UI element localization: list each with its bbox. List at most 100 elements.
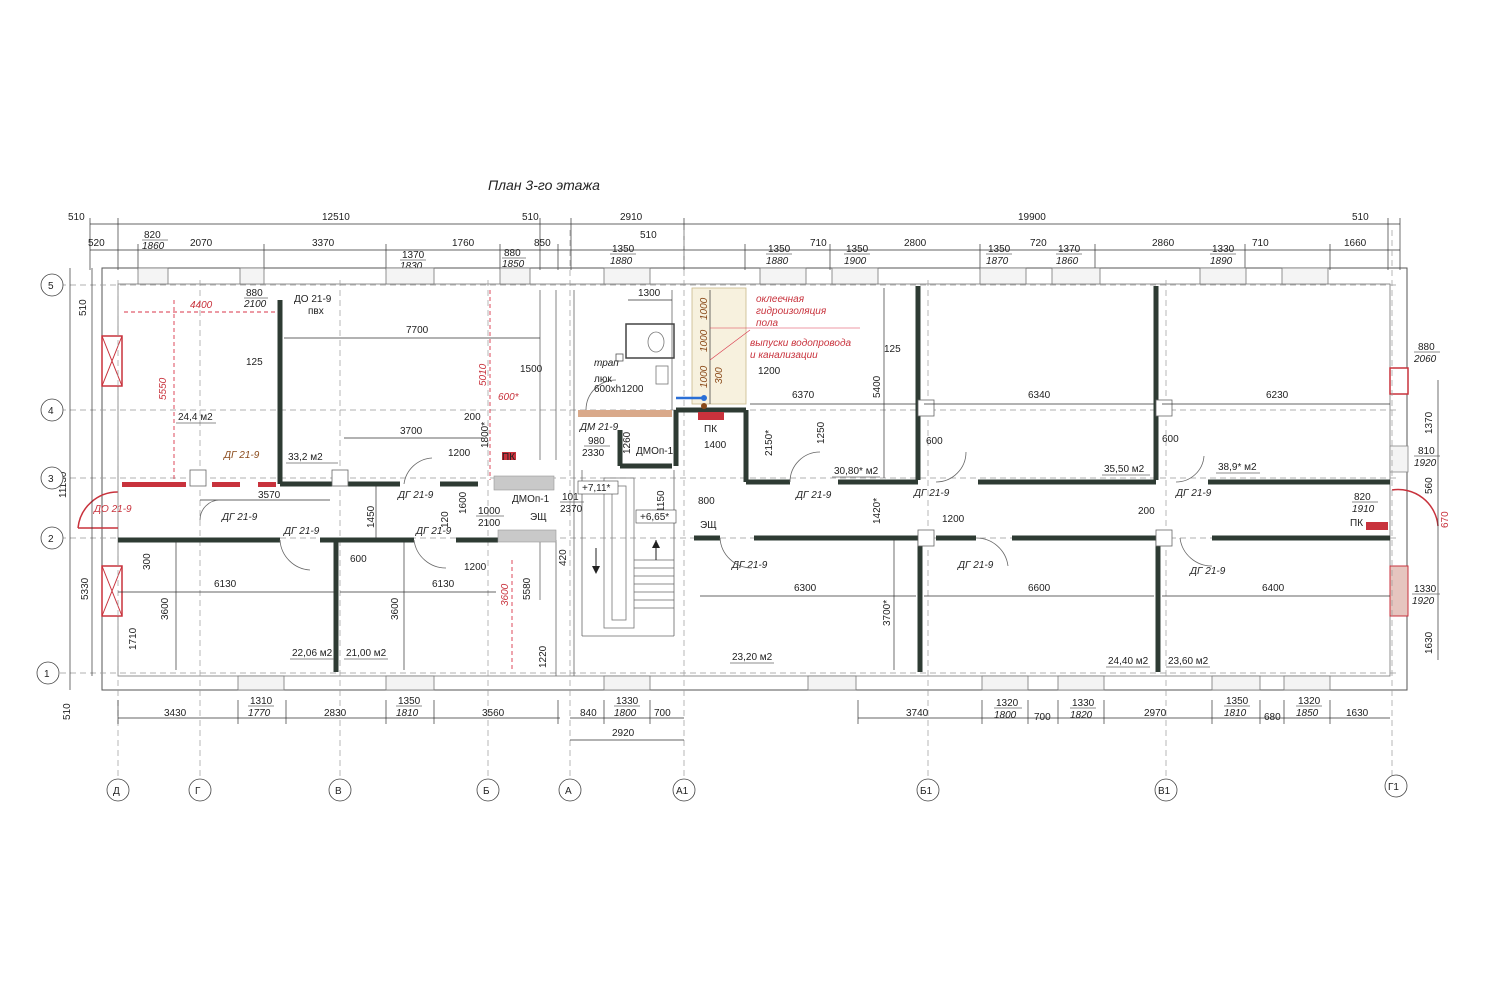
window-width: 820 (144, 230, 161, 241)
dim-bottom: 3560 (482, 708, 505, 719)
dim-bottom: 3430 (164, 708, 187, 719)
window-width: 1350 (846, 244, 869, 255)
dim-text: 300 (142, 553, 153, 570)
opening-width: 980 (588, 436, 605, 447)
window-height: 1800 (614, 708, 637, 719)
dim-top-inner: 2800 (904, 238, 927, 249)
axis-row-label: 3 (48, 474, 54, 485)
dim-text: 600 (926, 436, 943, 447)
dim-text: 1800* (480, 422, 491, 448)
dim-text: 3700 (400, 426, 423, 437)
dim-text: 200 (1138, 506, 1155, 517)
dim-top-inner: 520 (88, 238, 105, 249)
door-label: ДГ 21-9 (913, 488, 950, 499)
axis-row-label: 4 (48, 406, 54, 417)
window-height: 1920 (1412, 596, 1435, 607)
dim-text: 1250 (816, 421, 827, 444)
door-label: ДГ 21-9 (1189, 566, 1226, 577)
dim-text: 3570 (258, 490, 281, 501)
window-height: 1860 (142, 241, 165, 252)
dim-right: 1370 (1424, 411, 1435, 434)
note-waterproof: оклеечная (756, 294, 805, 305)
dim-top-outer: 2910 (620, 212, 643, 223)
left-dimensions: 510 11130 5330 1710 510 (58, 268, 139, 720)
door-label: ДГ 21-9 (415, 526, 452, 537)
dim-text: 1600 (458, 491, 469, 514)
dim-text: 800 (698, 496, 715, 507)
axis-col-label: Г1 (1388, 782, 1399, 793)
door-label: ДГ 21-9 (283, 526, 320, 537)
dim-top-inner: 710 (1252, 238, 1269, 249)
level-mark: +6,65* (640, 512, 669, 523)
note-outlets: выпуски водопровода (750, 338, 852, 349)
dim-text: 1000 (699, 365, 710, 388)
opening-height: 1910 (1352, 504, 1375, 515)
red-dimensions: 4400 5550 5010 600* 3600 (124, 290, 520, 670)
dim-text: 1200 (464, 562, 487, 573)
window-height: 1830 (400, 261, 423, 272)
opening-height: 2370 (560, 504, 583, 515)
window-height: 1820 (1070, 710, 1093, 721)
dim-text: 3700* (882, 600, 893, 626)
window-width: 1320 (1298, 696, 1321, 707)
dim-text: 1450 (366, 505, 377, 528)
note-outlets: и канализации (750, 350, 818, 361)
dim-left: 5330 (80, 577, 91, 600)
dim-text: 1200 (758, 366, 781, 377)
dim-red: 5010 (478, 363, 489, 386)
right-dimensions: 880 2060 1370 810 1920 560 670 1330 1920… (1412, 342, 1451, 660)
dim-text: 600 (1162, 434, 1179, 445)
dim-text: 1200 (942, 514, 965, 525)
fire-accents (122, 399, 1388, 547)
dim-text: 1300 (638, 288, 661, 299)
window-width: 1370 (402, 250, 425, 261)
door-label: ДО 21-9 (294, 294, 332, 305)
pk-label: ПК (1350, 518, 1363, 529)
dim-top-inner: 720 (1030, 238, 1047, 249)
window-width: 1350 (768, 244, 791, 255)
dim-top-inner: 710 (810, 238, 827, 249)
window-height: 1890 (1210, 256, 1233, 267)
opening-width: 101 (562, 492, 579, 503)
window-height: 1850 (1296, 708, 1319, 719)
axis-row-label: 1 (44, 669, 50, 680)
window-width: 1330 (1414, 584, 1437, 595)
dim-bottom: 1630 (1346, 708, 1369, 719)
opening-height: 2100 (478, 518, 501, 529)
dim-text: 1260 (622, 431, 633, 454)
window-height: 1800 (994, 710, 1017, 721)
room-area: 21,00 м2 (346, 648, 387, 659)
window-width: 1330 (1072, 698, 1095, 709)
door-label: пвх (308, 306, 324, 317)
axis-row-label: 5 (48, 281, 54, 292)
dim-text: 1000 (699, 329, 710, 352)
dim-text: 6400 (1262, 583, 1285, 594)
dim-text: 5400 (872, 375, 883, 398)
dim-top-inner: 3370 (312, 238, 335, 249)
room-area: 23,20 м2 (732, 652, 773, 663)
window-width: 810 (1418, 446, 1435, 457)
window-height: 1900 (844, 256, 867, 267)
inner-dimension-texts: 125 7700 1500 200 3700 1800* 1200 3570 1… (142, 288, 1289, 668)
dim-top-inner: 2860 (1152, 238, 1175, 249)
opening-width: 820 (1354, 492, 1371, 503)
door-labels: ДО 21-9 пвх ДО 21-9 ДГ 21-9 ДГ 21-9 ДГ 2… (93, 294, 1226, 577)
dim-text: 1500 (520, 364, 543, 375)
dim-text: 1200 (448, 448, 471, 459)
room-area: 38,9* м2 (1218, 462, 1257, 473)
door-label: ДМ 21-9 (579, 422, 619, 433)
door-label: ДГ 21-9 (223, 450, 260, 461)
dim-text: 1000 (699, 297, 710, 320)
room-area: 24,40 м2 (1108, 656, 1149, 667)
inner-dimension-lines (118, 288, 1390, 670)
door-label: ДГ 21-9 (397, 490, 434, 501)
dim-bottom: 3740 (906, 708, 929, 719)
dim-top-outer: 510 (1352, 212, 1369, 223)
room-areas: 24,4 м2 33,2 м2 30,80* м2 35,50 м2 38,9*… (176, 412, 1260, 668)
bathroom-fixtures (578, 287, 747, 417)
column-axis-markers: Д Г В Б А А1 Б1 В1 Г1 (106, 774, 1408, 802)
window-width: 880 (246, 288, 263, 299)
dim-bottom: 2830 (324, 708, 347, 719)
axis-col-label: В1 (1158, 786, 1171, 797)
axis-col-label: Б1 (920, 786, 933, 797)
